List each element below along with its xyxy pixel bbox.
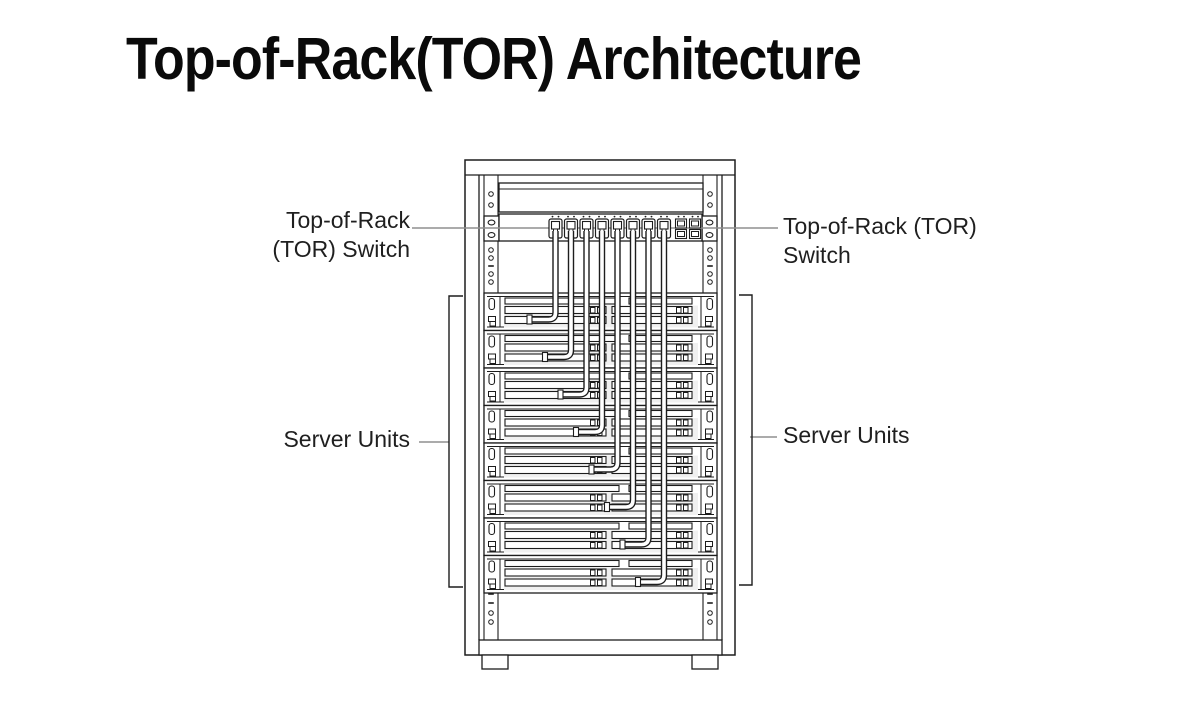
label-tor-switch-right-line1: Top-of-Rack (TOR)	[783, 213, 977, 239]
network-cable	[619, 231, 652, 550]
tor-switch-ports	[548, 215, 702, 240]
switch-port	[563, 215, 579, 239]
label-tor-switch-left: Top-of-Rack (TOR) Switch	[200, 206, 410, 264]
switch-port	[625, 215, 641, 239]
label-server-units-left: Server Units	[283, 426, 410, 452]
cabinet-foot-right	[691, 654, 719, 670]
page-title: Top-of-Rack(TOR) Architecture	[126, 26, 862, 92]
cabinet-foot-left	[481, 654, 509, 670]
network-cable	[526, 231, 559, 325]
server-unit	[483, 479, 718, 519]
label-tor-switch-right: Top-of-Rack (TOR) Switch	[783, 212, 977, 270]
server-unit	[483, 442, 718, 482]
network-cable	[572, 231, 606, 438]
network-cable	[634, 231, 668, 588]
network-cable	[603, 231, 637, 513]
switch-uplink-port	[688, 215, 702, 240]
server-unit	[483, 554, 718, 594]
switch-port	[610, 215, 625, 239]
network-cable	[557, 231, 590, 400]
label-tor-switch-left-line2: (TOR) Switch	[272, 236, 410, 262]
server-units-bracket-left	[448, 295, 463, 588]
network-cable	[541, 231, 575, 363]
switch-uplink-port	[674, 215, 688, 240]
label-tor-switch-right-line2: Switch	[783, 242, 851, 268]
server-unit	[483, 517, 718, 557]
cabinet-base	[478, 639, 723, 656]
switch-port	[579, 215, 594, 239]
label-tor-switch-left-line1: Top-of-Rack	[286, 207, 410, 233]
server-units-bracket-right	[739, 294, 753, 586]
network-cable	[588, 231, 621, 475]
switch-port	[548, 215, 563, 239]
blank-panel	[498, 182, 704, 213]
label-server-units-right: Server Units	[783, 422, 910, 448]
